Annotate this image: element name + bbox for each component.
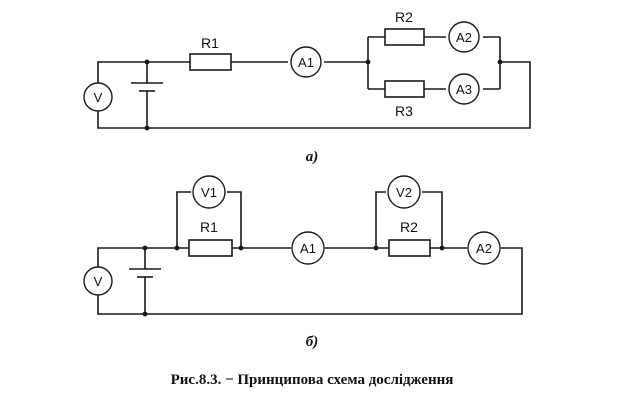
ammeter-a-a3: A3 — [448, 73, 480, 105]
voltmeter-a-label: V — [94, 90, 103, 105]
resistor-b-r2-label: R2 — [400, 219, 418, 235]
node-b-6 — [439, 245, 445, 251]
node-b-1 — [142, 245, 148, 251]
resistor-a-r3-label: R3 — [395, 103, 413, 119]
voltmeter-b-v2-label: V2 — [396, 185, 412, 200]
circuit-b-wires — [97, 191, 523, 315]
voltmeter-b: V — [83, 266, 113, 296]
resistor-a-r2: R2 — [384, 9, 425, 46]
node-a-3 — [365, 59, 371, 65]
node-a-4 — [497, 59, 503, 65]
node-a-1 — [144, 59, 150, 65]
diagram-a-sublabel: а) — [306, 149, 319, 165]
voltmeter-a: V — [83, 82, 113, 112]
resistor-a-r3: R3 — [384, 80, 425, 119]
voltmeter-b-label: V — [94, 274, 103, 289]
ammeter-a-a3-label: A3 — [456, 82, 472, 97]
node-b-5 — [373, 245, 379, 251]
resistor-b-r2: R2 — [388, 219, 431, 257]
ammeter-b-a1-label: A1 — [300, 241, 316, 256]
resistor-a-r1: R1 — [189, 35, 232, 71]
resistor-b-r1-label: R1 — [200, 219, 218, 235]
node-a-2 — [144, 125, 150, 131]
resistor-a-r1-label: R1 — [201, 35, 219, 51]
figure-caption: Рис.8.3. − Принципова схема дослідження — [171, 372, 454, 388]
diagram-b-sublabel: б) — [306, 334, 318, 350]
ammeter-b-a2: A2 — [467, 231, 501, 265]
ammeter-b-a2-label: A2 — [476, 241, 492, 256]
voltmeter-b-v1: V1 — [192, 175, 226, 209]
ammeter-a-a1-label: A1 — [298, 55, 314, 70]
node-b-2 — [142, 311, 148, 317]
ammeter-a-a1: A1 — [290, 46, 322, 78]
resistor-b-r1: R1 — [188, 219, 233, 257]
node-b-3 — [174, 245, 180, 251]
node-b-4 — [238, 245, 244, 251]
ammeter-b-a1: A1 — [291, 231, 325, 265]
circuit-b: V V1 R1 A1 V2 R2 A2 б) — [83, 175, 523, 350]
ammeter-a-a2: A2 — [448, 21, 480, 53]
ammeter-a-a2-label: A2 — [456, 30, 472, 45]
circuit-a: V R1 A1 R2 A2 R3 A3 а) — [83, 9, 531, 165]
voltmeter-b-v2: V2 — [387, 175, 421, 209]
resistor-a-r2-label: R2 — [395, 9, 413, 25]
voltmeter-b-v1-label: V1 — [201, 185, 217, 200]
